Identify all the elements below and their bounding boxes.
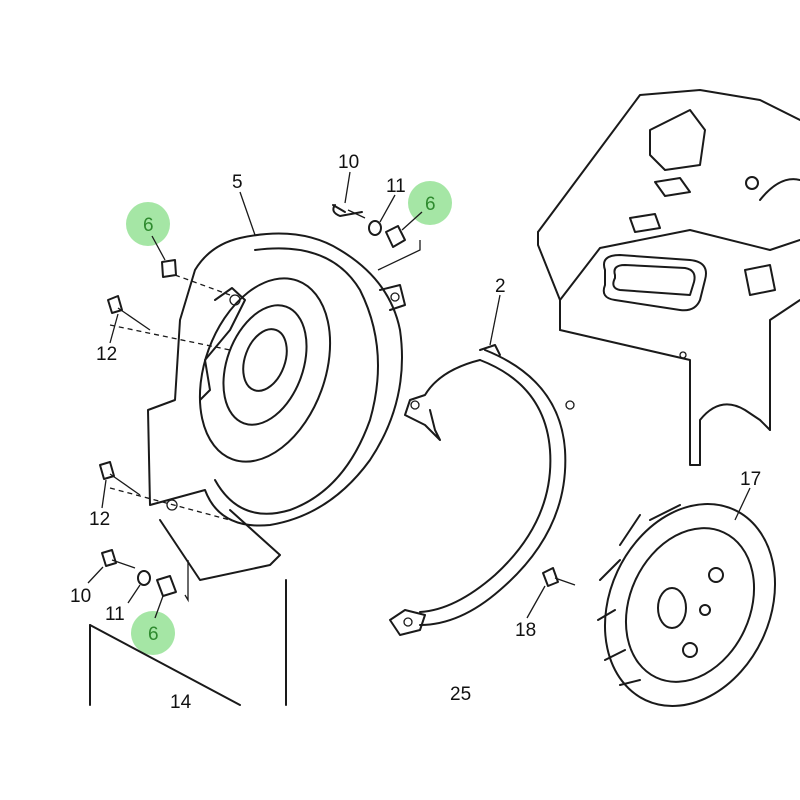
callout-6-top-right: 6 xyxy=(425,194,436,215)
callout-10-top: 10 xyxy=(338,152,359,173)
callout-14: 14 xyxy=(170,692,192,713)
callout-10-bottom: 10 xyxy=(70,586,91,607)
leader-lines xyxy=(87,171,751,619)
fasteners xyxy=(99,204,576,597)
callout-12-bottom: 12 xyxy=(89,509,110,530)
callout-6-left: 6 xyxy=(143,215,154,236)
callout-2: 2 xyxy=(495,276,506,297)
assembly-bracket-lines xyxy=(89,240,421,706)
highlight-6-top-left xyxy=(126,202,170,246)
callout-25: 25 xyxy=(450,684,471,705)
callout-11-bottom: 11 xyxy=(105,604,125,625)
highlight-6-bottom xyxy=(131,611,175,655)
callout-12-top: 12 xyxy=(96,344,117,365)
engine-housing xyxy=(537,89,800,466)
callout-18: 18 xyxy=(515,620,536,641)
starter-guide-ring xyxy=(389,344,575,636)
flywheel xyxy=(597,503,777,707)
callout-6-bottom: 6 xyxy=(148,624,159,645)
callout-17: 17 xyxy=(740,469,761,490)
callout-11-top: 11 xyxy=(386,176,406,197)
callout-5: 5 xyxy=(232,172,243,193)
fan-cover xyxy=(109,232,406,581)
